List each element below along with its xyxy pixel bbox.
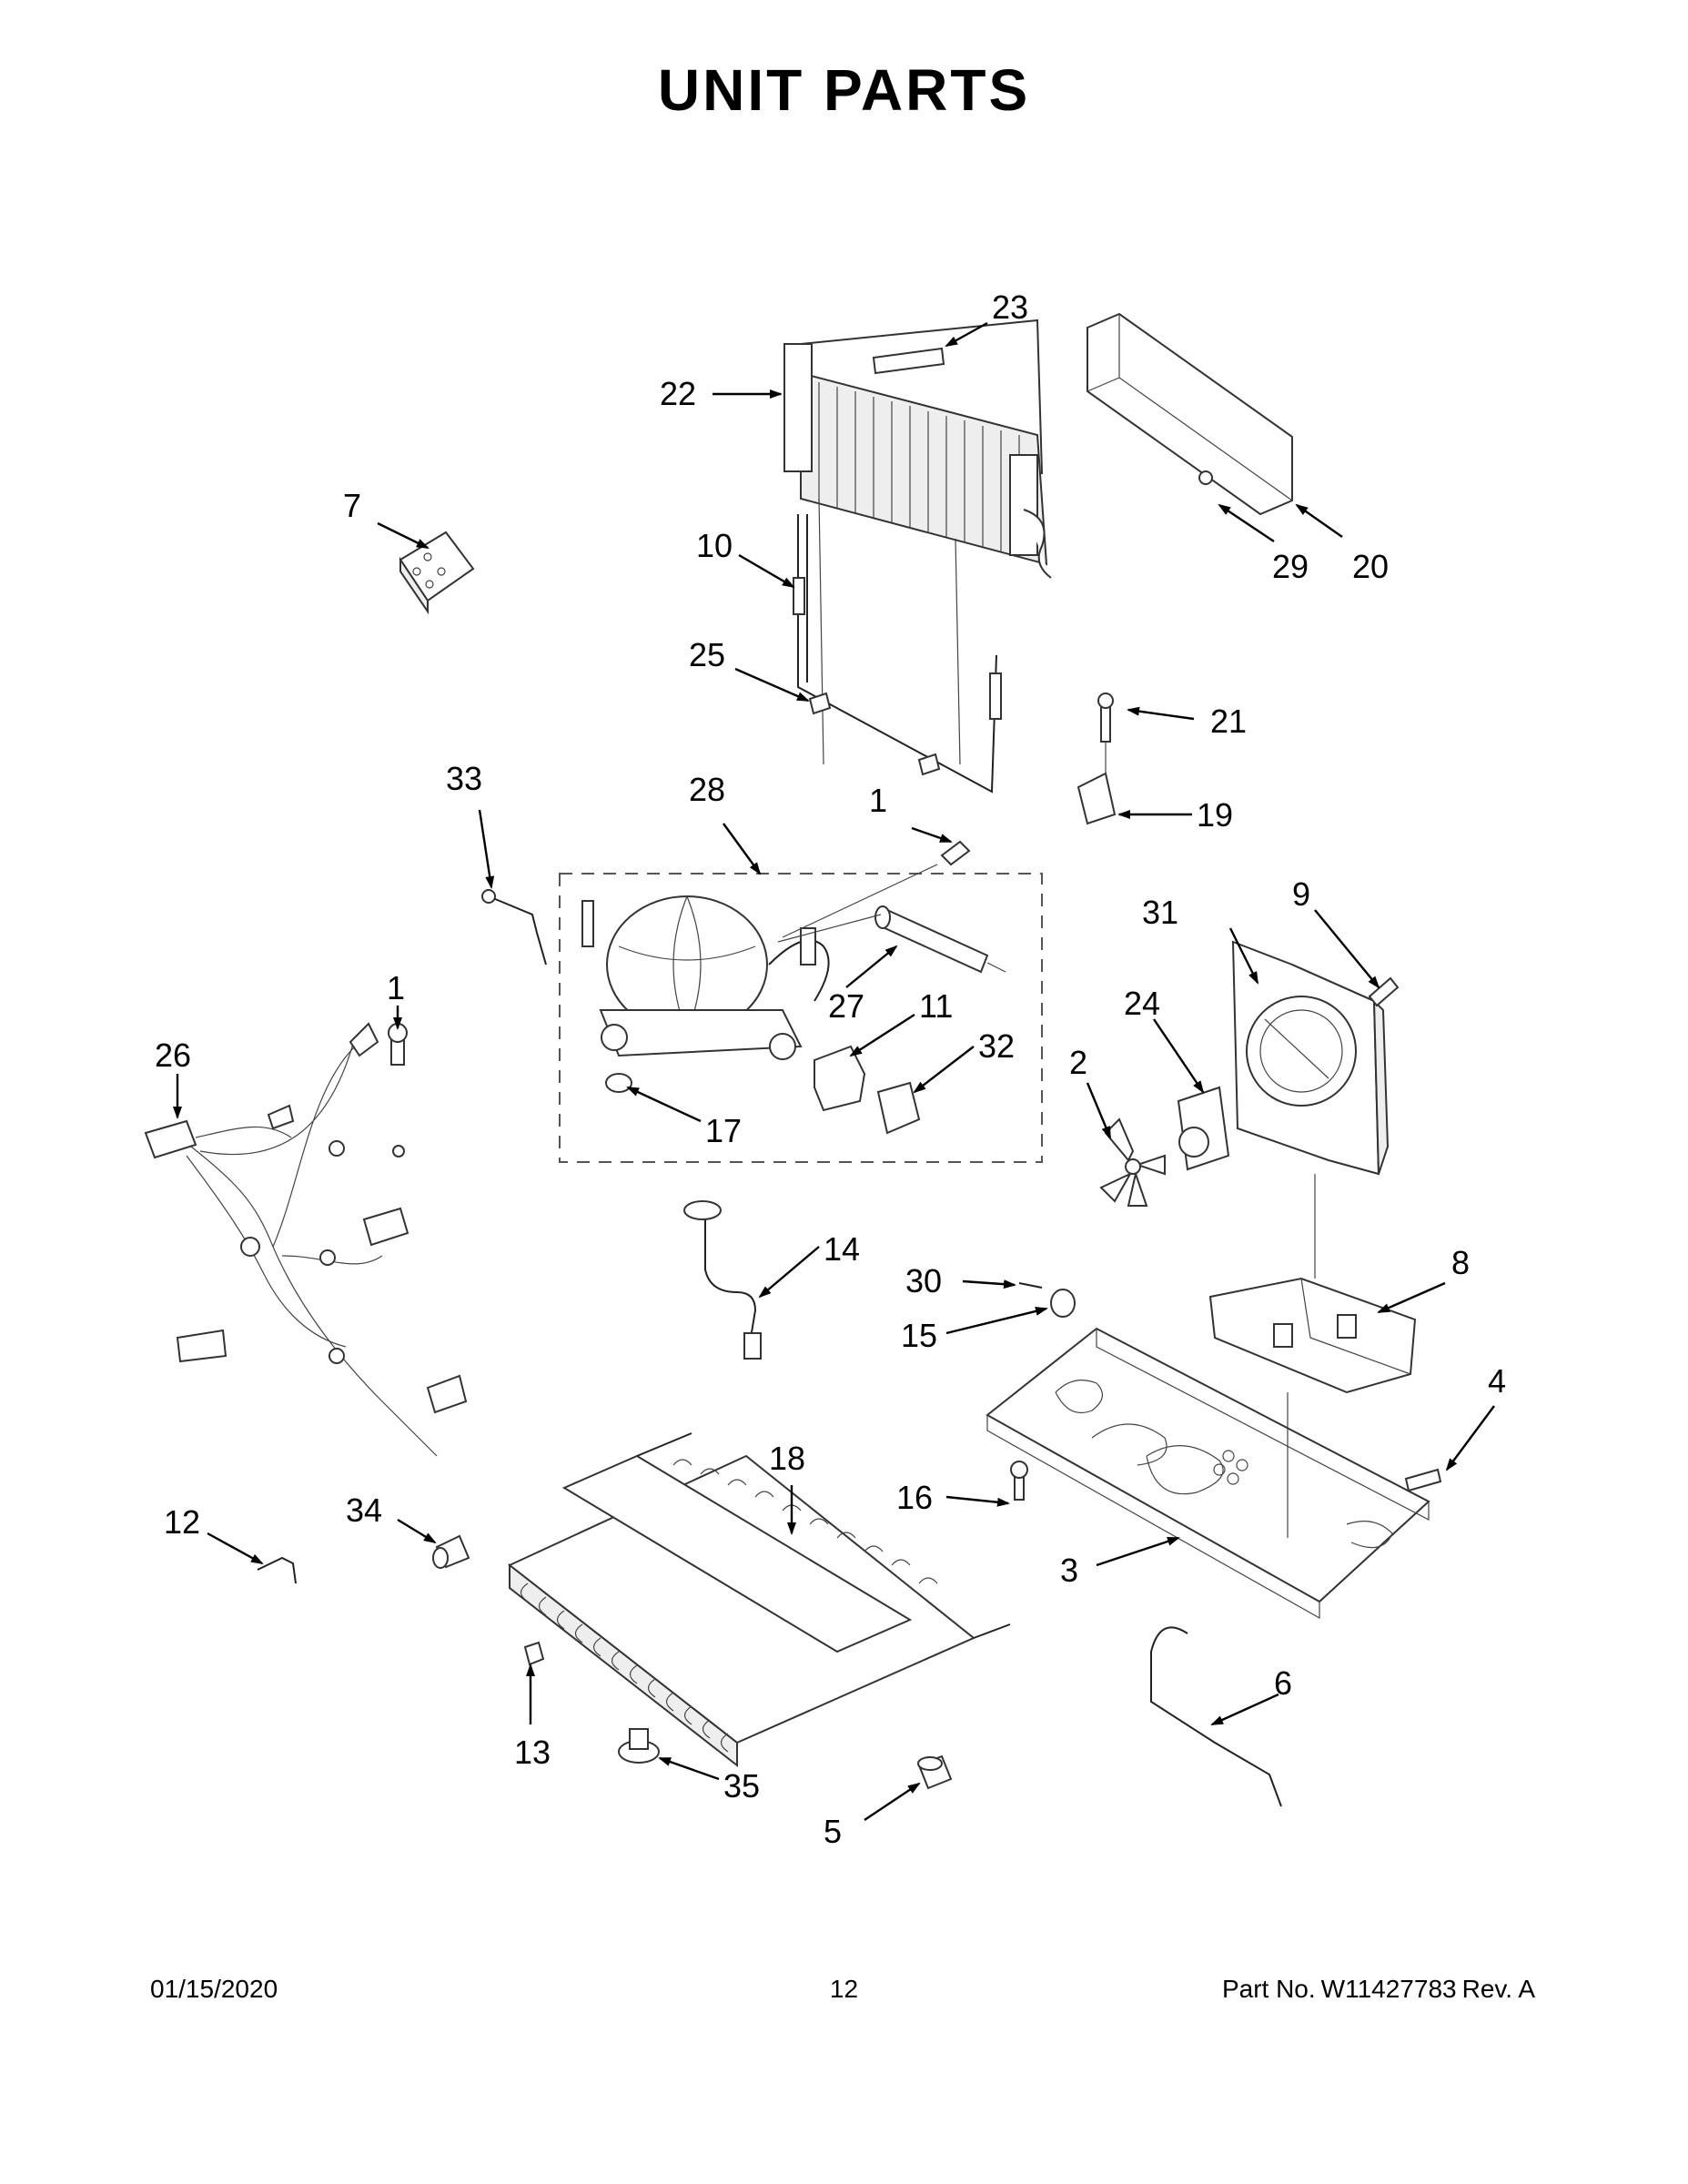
relay-cover-part [876, 1081, 921, 1135]
callout-34: 34 [346, 1491, 382, 1529]
tubing-part [793, 514, 1002, 794]
callout-2: 2 [1069, 1044, 1087, 1081]
callout-22: 22 [660, 375, 696, 412]
callout-19: 19 [1197, 796, 1233, 834]
page-title: UNIT PARTS [657, 57, 1031, 123]
callout-24: 24 [1124, 985, 1160, 1022]
callout-labels: 23 22 7 10 25 29 20 21 19 1 28 33 27 11 … [155, 288, 1506, 1850]
shroud-screw-part [1368, 976, 1400, 1007]
callout-16: 16 [896, 1479, 933, 1516]
callout-3: 3 [1060, 1552, 1078, 1589]
base-plate-part [986, 1327, 1430, 1620]
pin-part [1018, 1282, 1043, 1289]
wire-harness-part [144, 1022, 468, 1457]
revision: Rev. A [1461, 1975, 1535, 2003]
callout-30: 30 [905, 1262, 942, 1299]
part-number: W11427783 [1320, 1975, 1457, 2003]
strap-part [488, 895, 547, 966]
compressor-part [581, 895, 830, 1060]
cap-part [917, 1754, 953, 1790]
formed-wire-part [1150, 1626, 1282, 1807]
callout-21: 21 [1210, 703, 1247, 740]
screw-part [940, 840, 971, 866]
footer-date: 01/15/2020 [150, 1975, 278, 2003]
screw-part-left [388, 1023, 408, 1158]
callout-13: 13 [514, 1734, 551, 1771]
fan-blade-part [1099, 1117, 1166, 1207]
cover-part [1087, 312, 1293, 516]
control-board-part [399, 531, 475, 615]
callout-28: 28 [689, 771, 725, 808]
grommet-part [605, 1073, 632, 1093]
evaporator-clip-part [523, 1641, 545, 1666]
callout-1-top: 1 [869, 782, 887, 819]
callout-5: 5 [824, 1813, 842, 1850]
small-grommet-part [432, 1534, 470, 1569]
callout-12: 12 [164, 1503, 200, 1541]
callout-6: 6 [1274, 1664, 1292, 1702]
callout-27: 27 [828, 987, 864, 1025]
drain-tube-part [704, 1210, 757, 1339]
callout-7: 7 [343, 487, 361, 524]
callout-arrows [173, 321, 1495, 1821]
compressor-assembly-boundary [559, 873, 1043, 1163]
motor-bracket-part [1208, 1174, 1417, 1394]
callout-17: 17 [705, 1112, 742, 1149]
callout-9: 9 [1292, 875, 1310, 913]
bracket-clip-part [1076, 693, 1117, 825]
part-prefix: Part No. [1221, 1975, 1316, 2003]
callout-8: 8 [1451, 1244, 1470, 1281]
condenser-part [783, 318, 1052, 765]
callout-29: 29 [1272, 548, 1309, 585]
callout-31: 31 [1142, 894, 1178, 931]
drier-part [777, 864, 1006, 974]
fan-motor-part [1177, 1086, 1230, 1171]
callout-11: 11 [919, 987, 953, 1025]
fan-shroud-part [1231, 940, 1390, 1176]
callout-4: 4 [1488, 1362, 1506, 1400]
callout-15: 15 [901, 1317, 937, 1354]
callout-35: 35 [723, 1767, 760, 1805]
callout-23: 23 [992, 288, 1028, 326]
callout-33: 33 [446, 760, 482, 797]
callout-18: 18 [769, 1440, 805, 1477]
callout-1-left: 1 [387, 969, 405, 1006]
callout-32: 32 [978, 1027, 1015, 1065]
wire-clip-part [257, 1556, 297, 1584]
callout-25: 25 [689, 636, 725, 673]
callout-20: 20 [1352, 548, 1389, 585]
condenser-label-part [872, 347, 945, 375]
callout-26: 26 [155, 1036, 191, 1074]
footer-page-number: 12 [829, 1975, 859, 2003]
defrost-thermostat-part [618, 1728, 660, 1764]
grommet-part-small [1050, 1289, 1076, 1318]
side-screw-part [1404, 1468, 1442, 1492]
callout-10: 10 [696, 527, 733, 564]
start-relay-part [814, 1045, 866, 1112]
evaporator-part [508, 1432, 1011, 1768]
callout-14: 14 [824, 1230, 860, 1268]
